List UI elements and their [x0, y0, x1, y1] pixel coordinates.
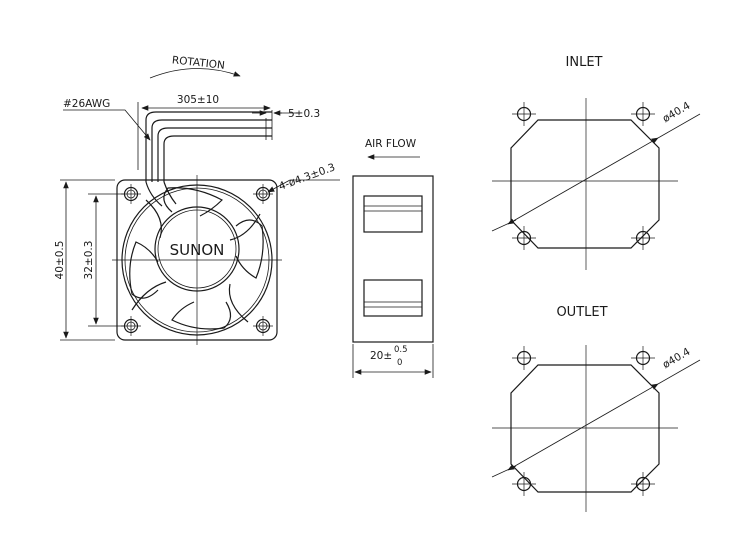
lead-wires	[145, 110, 273, 182]
rotation-arrow	[149, 68, 241, 79]
inlet-outline	[510, 119, 660, 249]
brand-label: SUNON	[170, 241, 225, 259]
outlet-holes	[512, 346, 655, 496]
wire-gauge-label: #26AWG	[63, 98, 110, 110]
depth-upper-tol: 0.5	[394, 345, 408, 355]
front-view: ROTATION #26AWG 305±10 5±0.3	[54, 54, 340, 345]
lead-length-label: 305±10	[177, 94, 219, 106]
side-body	[352, 175, 434, 343]
inlet-title: INLET	[566, 55, 603, 70]
strip-length-label: 5±0.3	[288, 108, 320, 120]
air-flow-label: AIR FLOW	[365, 138, 417, 150]
inlet-holes	[512, 102, 655, 250]
outer-size-label: 40±0.5	[54, 241, 66, 280]
outlet-view: OUTLET ø40.4	[491, 305, 701, 512]
inlet-view: INLET ø40.4	[491, 55, 701, 270]
hole-pitch-label: 32±0.3	[83, 241, 95, 280]
outlet-title: OUTLET	[556, 305, 607, 320]
outlet-outline	[510, 364, 660, 493]
depth-label: 20±	[370, 350, 392, 362]
rotation-label: ROTATION	[171, 54, 225, 71]
depth-lower-tol: 0	[397, 358, 402, 368]
side-view: AIR FLOW 20± 0.5 0	[352, 138, 434, 378]
mount-holes-label: 4-ø4.3±0.3	[277, 161, 337, 192]
mount-holes	[121, 184, 273, 336]
